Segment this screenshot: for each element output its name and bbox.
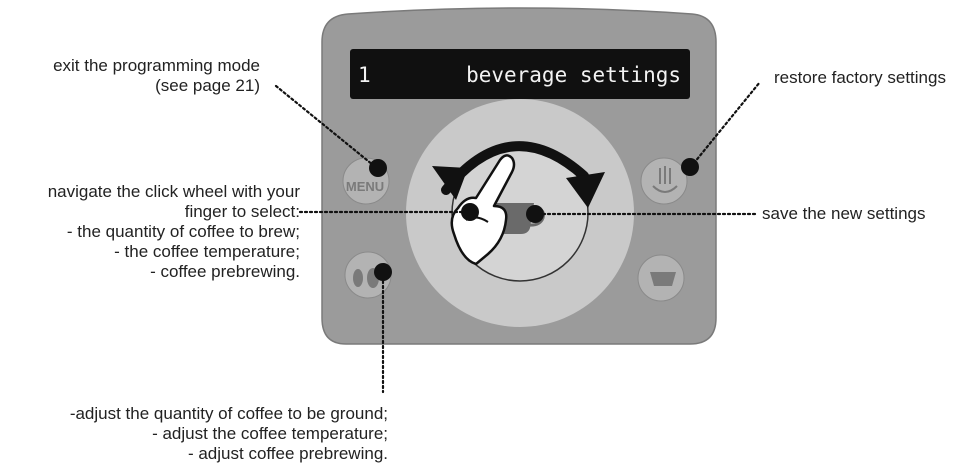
callout-adjust-coffee: -adjust the quantity of coffee to be gro…: [70, 404, 388, 464]
menu-label: MENU: [346, 179, 384, 194]
callout-navigate-line2: finger to select:: [48, 202, 300, 222]
steam-button[interactable]: [641, 158, 687, 204]
callout-exit-line1: exit the programming mode: [53, 56, 260, 76]
steam-callout-dot: [681, 158, 699, 176]
callout-navigate-line1: navigate the click wheel with your: [48, 182, 300, 202]
menu-callout-dot: [369, 159, 387, 177]
display-number: 1: [358, 63, 371, 87]
callout-exit-programming: exit the programming mode (see page 21): [53, 56, 260, 96]
aroma-callout-dot: [374, 263, 392, 281]
callout-adjust-line2: - adjust the coffee temperature;: [70, 424, 388, 444]
rinse-icon: [650, 272, 676, 286]
callout-exit-line2: (see page 21): [53, 76, 260, 96]
callout-navigate-line5: - coffee prebrewing.: [48, 262, 300, 282]
rinse-button[interactable]: [638, 255, 684, 301]
callout-save-line1: save the new settings: [762, 204, 925, 224]
callout-restore-line1: restore factory settings: [774, 68, 946, 88]
lcd-display: 1 beverage settings: [350, 49, 690, 99]
callout-navigate-line3: - the quantity of coffee to brew;: [48, 222, 300, 242]
callout-navigate-wheel: navigate the click wheel with your finge…: [48, 182, 300, 282]
display-text: beverage settings: [466, 63, 681, 87]
callout-navigate-line4: - the coffee temperature;: [48, 242, 300, 262]
cup-callout-dot: [526, 205, 544, 223]
wheel-callout-dot: [461, 203, 479, 221]
callout-adjust-line1: -adjust the quantity of coffee to be gro…: [70, 404, 388, 424]
callout-adjust-line3: - adjust coffee prebrewing.: [70, 444, 388, 464]
callout-save-settings: save the new settings: [762, 204, 925, 224]
callout-restore-factory: restore factory settings: [774, 68, 946, 88]
